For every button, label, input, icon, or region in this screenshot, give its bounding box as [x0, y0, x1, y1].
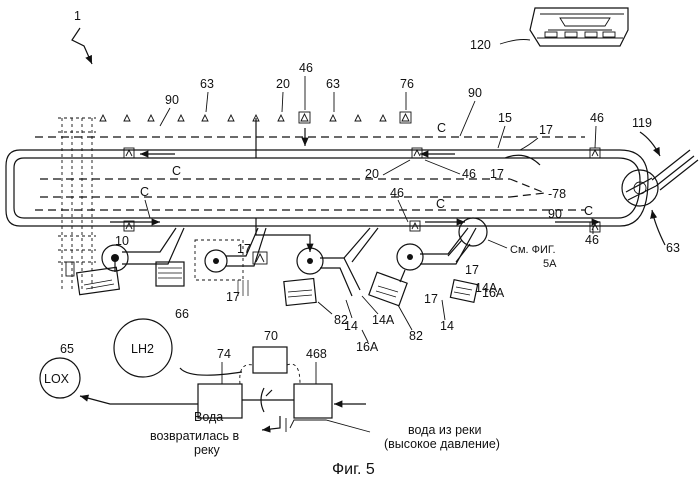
- ref-17-mid: 17: [490, 167, 504, 181]
- ref-14-b: 14: [440, 319, 454, 333]
- ref-63-top: 63: [326, 77, 340, 91]
- unit-70: [253, 347, 287, 373]
- ref-46-bot-right: 46: [585, 233, 599, 247]
- ref-66: 66: [175, 307, 189, 321]
- ref-65: 65: [60, 342, 74, 356]
- ref-17-a: 17: [237, 242, 251, 256]
- see-fig-line2: 5А: [543, 258, 557, 270]
- see-fig-line1: См. ФИГ.: [510, 244, 556, 256]
- ref-90-mid: 90: [548, 207, 562, 221]
- ref-17-top: 17: [539, 123, 553, 137]
- ref-119: 119: [632, 116, 652, 130]
- ref-20-top: 20: [276, 77, 290, 91]
- ref-1: 1: [74, 9, 81, 23]
- line-to-lh2: [180, 368, 242, 375]
- ref-16A-a: 16A: [356, 340, 379, 354]
- ref-63-left: 63: [200, 77, 214, 91]
- ref-14A-a: 14A: [372, 313, 395, 327]
- ref-20-mid: 20: [365, 167, 379, 181]
- leader-63-left: [206, 92, 208, 112]
- ref-76: 76: [400, 77, 414, 91]
- ref-17-b: 17: [226, 290, 240, 304]
- river-water-2: (высокое давление): [384, 437, 500, 451]
- flow-curve-17: [505, 155, 540, 165]
- station-3: [284, 228, 378, 306]
- aircraft-icon: [530, 8, 628, 46]
- ref-16A-b: 16A: [482, 286, 505, 300]
- loading-arm-119: [622, 150, 698, 206]
- ref-78: -78: [548, 187, 566, 201]
- leader-1: [72, 28, 92, 64]
- unit-468: [294, 384, 332, 418]
- lox-label: LOX: [44, 372, 70, 386]
- return-arrow: [262, 416, 280, 430]
- river-water-1: вода из реки: [408, 423, 481, 437]
- ref-63-right: 63: [666, 241, 680, 255]
- ref-10: 10: [115, 234, 129, 248]
- line-to-lox: [80, 396, 198, 404]
- water-returned-3: реку: [194, 443, 221, 457]
- ref-90-top: 90: [468, 86, 482, 100]
- station-10: [77, 228, 184, 295]
- ref-46-right: 46: [590, 111, 604, 125]
- left-tower: [58, 118, 96, 290]
- water-returned-1: Вода: [194, 410, 223, 424]
- ref-C-mid: C: [172, 164, 181, 178]
- ref-46-top: 46: [299, 61, 313, 75]
- ref-C-top: C: [437, 121, 446, 135]
- ref-15: 15: [498, 111, 512, 125]
- figure-caption: Фиг. 5: [332, 461, 375, 478]
- ref-90-left: 90: [165, 93, 179, 107]
- ref-17-c: 17: [424, 292, 438, 306]
- ref-C-right: C: [584, 204, 593, 218]
- ref-17-d: 17: [465, 263, 479, 277]
- ref-C-bottom: C: [436, 197, 445, 211]
- ref-120: 120: [470, 38, 491, 52]
- ref-70: 70: [264, 329, 278, 343]
- station-markers: [124, 148, 600, 232]
- ref-C-left: C: [140, 185, 149, 199]
- ref-82-b: 82: [409, 329, 423, 343]
- ref-74: 74: [217, 347, 231, 361]
- sensor-triangles-row: [100, 115, 386, 121]
- water-returned-2: возвратилась в: [150, 429, 240, 443]
- ref-468: 468: [306, 347, 327, 361]
- river-leader: [290, 420, 370, 432]
- ref-46-bot: 46: [390, 186, 404, 200]
- cable-70: [240, 364, 300, 384]
- ref-14-a: 14: [344, 319, 358, 333]
- station-2: [195, 228, 267, 296]
- station-5: [448, 218, 487, 262]
- lh2-label: LH2: [131, 342, 154, 356]
- inner-dashed-lines: [40, 179, 510, 197]
- leader-120: [500, 40, 530, 45]
- ref-46-mid: 46: [462, 167, 476, 181]
